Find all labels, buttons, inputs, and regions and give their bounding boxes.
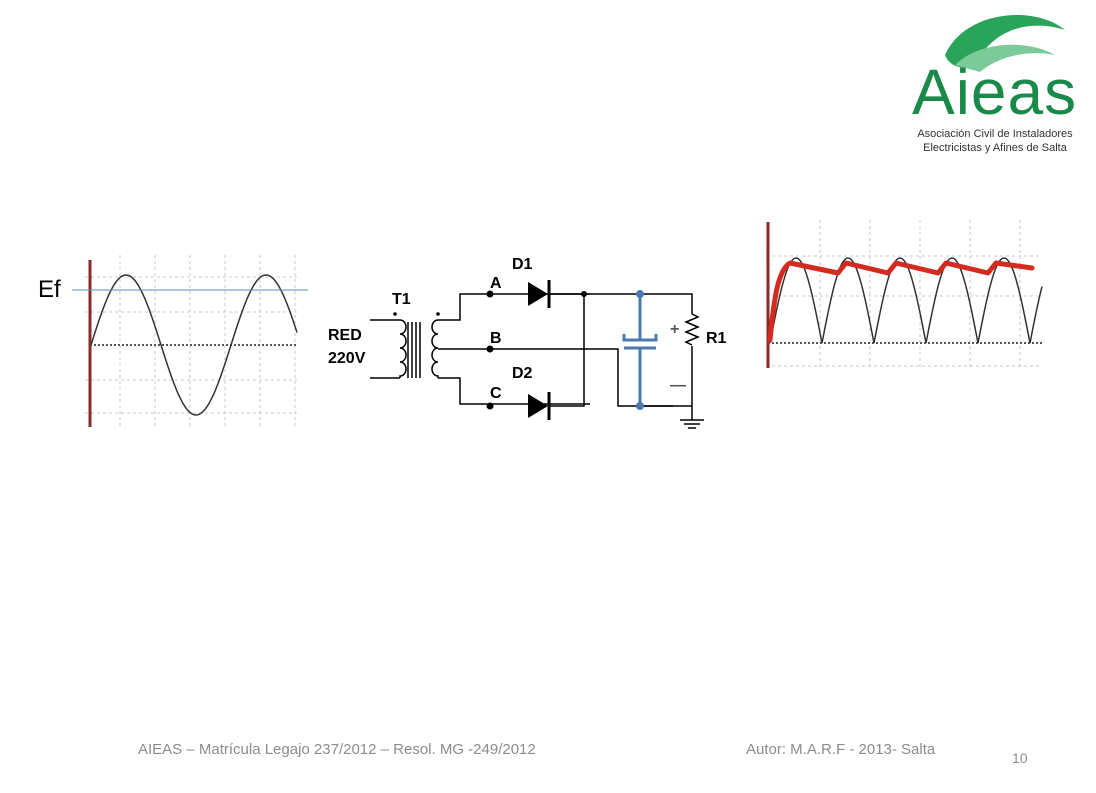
logo-subtitle-2: Electricistas y Afines de Salta	[923, 142, 1067, 154]
rectifier-circuit: + — T1 RED 220V A B C D1 D2 R1	[328, 256, 727, 429]
wire-d2-out	[550, 294, 585, 407]
ef-label: Ef	[38, 276, 61, 303]
plus-sign: +	[670, 321, 679, 338]
secondary-coil	[431, 319, 439, 378]
ripple-output-wave	[767, 260, 1035, 343]
scope-grid	[766, 220, 1042, 368]
output-waveform-scope	[766, 220, 1043, 368]
wire-r1-bottom	[640, 346, 693, 407]
input-waveform-scope	[85, 255, 298, 427]
diode-d2-icon	[528, 392, 551, 420]
label-r1: R1	[706, 330, 727, 347]
page-number: 10	[1012, 750, 1028, 766]
label-220v: 220V	[328, 350, 366, 367]
label-red: RED	[328, 327, 362, 344]
ground-icon	[680, 419, 704, 429]
ef-level-line	[72, 289, 308, 291]
capacitor-icon	[622, 294, 658, 406]
wire-d1-out	[550, 293, 641, 334]
diode-d1-icon	[528, 280, 551, 308]
sine-wave	[90, 274, 298, 416]
logo-wordmark: Aieas	[912, 56, 1078, 128]
wire-c	[438, 377, 590, 405]
logo-leaf-icon	[945, 15, 1065, 72]
primary-coil	[399, 319, 407, 378]
footer-left-text: AIEAS – Matrícula Legajo 237/2012 – Reso…	[138, 741, 536, 758]
label-d2: D2	[512, 365, 533, 382]
label-t1: T1	[392, 291, 411, 308]
label-node-a: A	[490, 275, 502, 292]
label-node-c: C	[490, 385, 502, 402]
wire-b	[438, 348, 673, 407]
resistor-r1	[684, 313, 700, 346]
minus-sign: —	[670, 377, 686, 394]
wire-a	[438, 293, 590, 321]
wire-to-r1-top	[640, 293, 693, 314]
label-node-b: B	[490, 330, 502, 347]
logo-subtitle-1: Asociación Civil de Instaladores	[917, 128, 1073, 140]
rectified-wave	[769, 257, 1043, 344]
label-d1: D1	[512, 256, 533, 273]
footer-author: Autor: M.A.R.F - 2013- Salta	[746, 741, 936, 758]
